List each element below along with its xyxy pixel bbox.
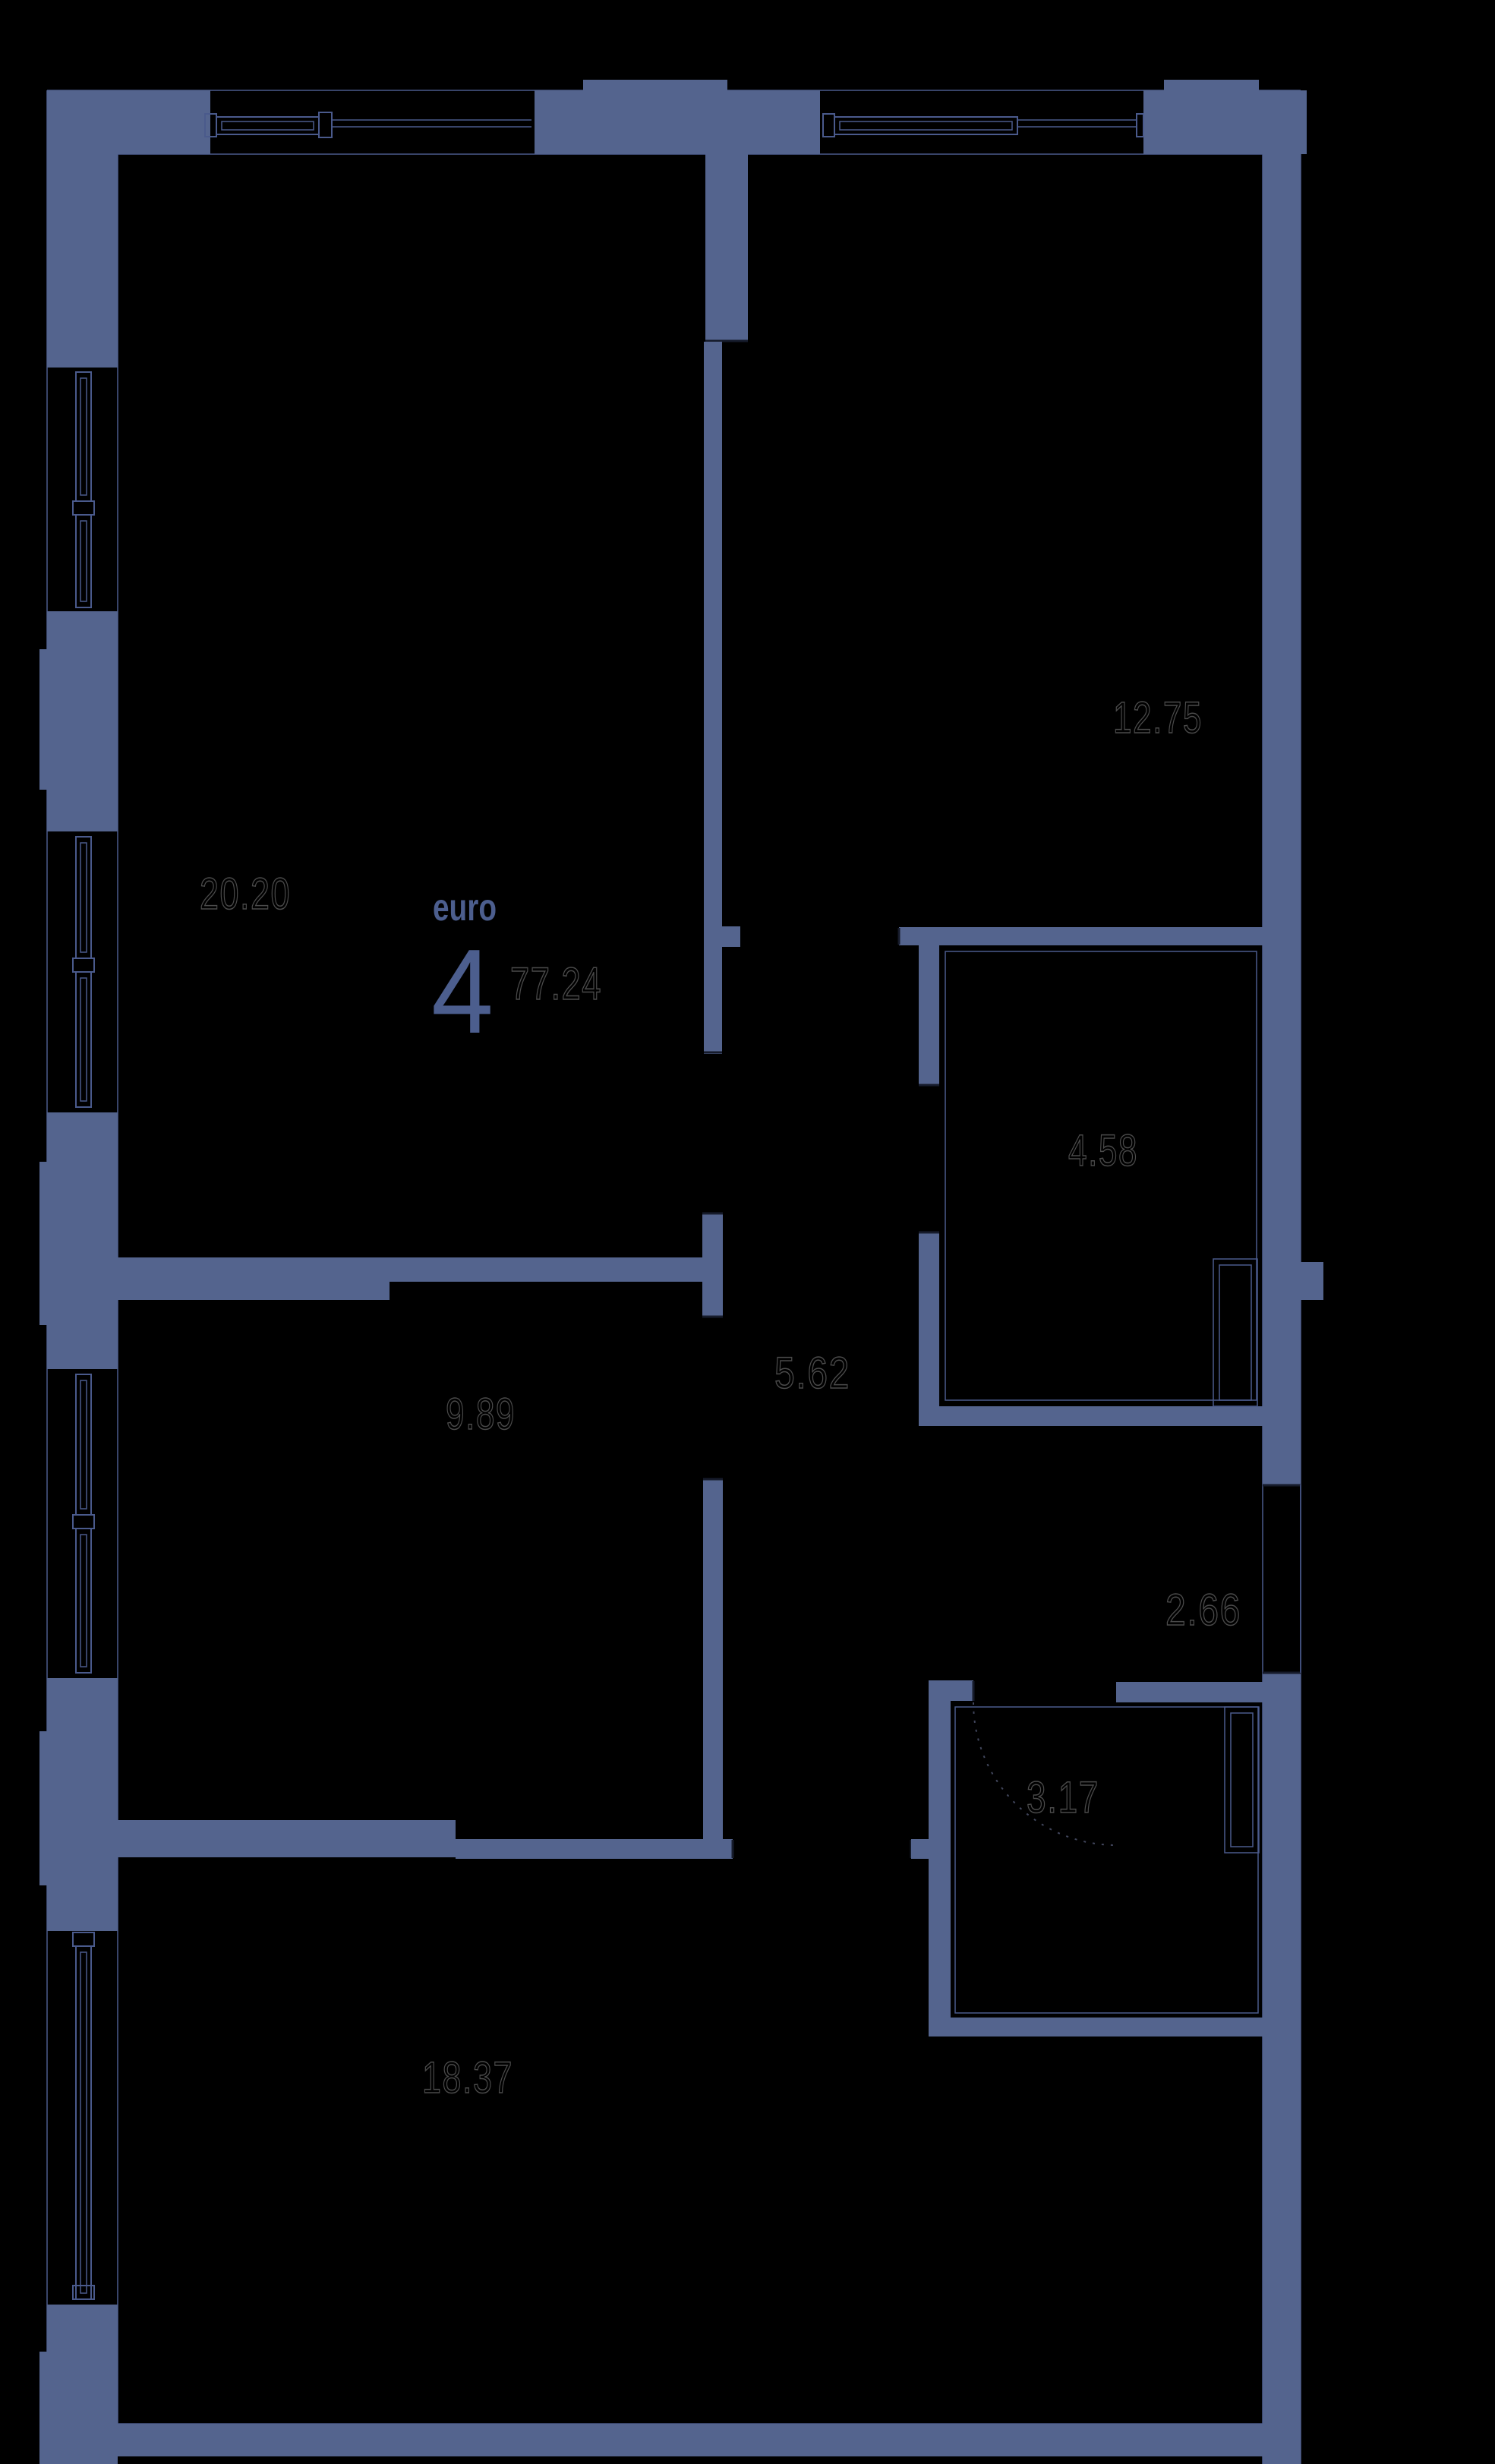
wc-duct-inner [1230, 1712, 1254, 1847]
wall-pier-bump [39, 1731, 47, 1885]
window-jamb [822, 113, 835, 137]
central-wall-upper [704, 342, 722, 1054]
window-sash-inner [80, 1951, 87, 2294]
window-top-right [822, 113, 1144, 137]
window-sash-inner [80, 520, 87, 602]
central-wall-lower [703, 1478, 723, 1859]
wall-pier [47, 154, 118, 368]
bathroom-bottom-wall [919, 1406, 1263, 1426]
wall-segment [1263, 90, 1301, 1484]
window-jamb [72, 1514, 95, 1529]
window-jamb [72, 500, 95, 516]
wall-pier [535, 90, 820, 154]
window-sash-inner [839, 121, 1013, 131]
area-label-hall: 2.66 [1165, 1585, 1241, 1635]
bathroom-duct-inner [1219, 1264, 1252, 1401]
divider-wall-thin [456, 1839, 733, 1859]
divider-wall-thick [118, 1820, 456, 1857]
window-sash-inner [80, 377, 87, 496]
outer-wall-left [39, 154, 118, 2464]
window-sash-inner [80, 842, 87, 953]
wc-inner-outline [954, 1706, 1259, 2014]
area-label-bedroom-left: 9.89 [446, 1390, 516, 1439]
window-sash [216, 116, 320, 135]
interior-walls [118, 154, 1263, 2037]
area-label-wc: 3.17 [1027, 1773, 1099, 1822]
window-sash [75, 1528, 92, 1674]
area-label-corridor: 5.62 [774, 1349, 850, 1398]
door-swing-arc [973, 1702, 1117, 1846]
window-sash-inner [80, 1534, 87, 1667]
outer-wall-right [1263, 90, 1323, 2464]
window-top-left [204, 112, 531, 138]
window-left-2 [72, 836, 95, 1108]
central-column [705, 154, 748, 342]
wall-pier [47, 2305, 118, 2352]
window-jamb [72, 958, 95, 973]
bathroom-top-wall [899, 927, 1263, 945]
wall-pier-bump [1164, 80, 1259, 90]
wall-segment [39, 2424, 1301, 2456]
door-stub [911, 1839, 929, 1859]
bathroom-left-wall [919, 1232, 939, 1426]
window-sash [834, 116, 1018, 135]
wall-outer-bump [1301, 1262, 1323, 1300]
central-wall-mid [702, 1213, 723, 1317]
wall-pier [47, 90, 210, 154]
bathroom-inner-outline [945, 951, 1257, 1401]
wc-bottom-wall [929, 2018, 1263, 2037]
wall-pier [47, 1112, 118, 1369]
window-sash-inner [80, 977, 87, 1102]
window-left-1 [72, 371, 95, 608]
wall-pier-bump [39, 649, 47, 790]
wc-top-wall [1116, 1682, 1263, 1702]
window-jamb [1136, 113, 1144, 137]
window-sash-inner [80, 1380, 87, 1510]
wc-left-wall [929, 1680, 951, 2037]
area-label-living: 20.20 [200, 869, 291, 919]
wc-top-stub [929, 1680, 973, 1701]
bathroom-left-wall [919, 945, 939, 1086]
window-left-4 [72, 1932, 95, 2300]
window-sash-inner [221, 121, 314, 131]
unit-rooms-count: 4 [431, 925, 494, 1058]
bathroom-duct [1213, 1258, 1258, 1407]
window-sash [75, 971, 92, 1108]
wc-duct [1224, 1706, 1260, 1854]
window-jamb [72, 1932, 95, 1947]
door-jamb [722, 926, 740, 947]
area-label-kitchen-living: 18.37 [422, 2053, 513, 2103]
divider-wall-thick [118, 1257, 390, 1300]
area-label-bathroom: 4.58 [1068, 1126, 1138, 1175]
unit-type-label: euro [433, 886, 497, 929]
window-jamb [72, 2285, 95, 2300]
wall-pier [47, 611, 118, 831]
windows [72, 112, 1144, 2300]
window-jamb [318, 112, 333, 138]
wall-pier [47, 1678, 118, 1931]
outer-wall-bottom [39, 2424, 1301, 2456]
window-sash [75, 371, 92, 502]
window-sash [75, 514, 92, 608]
wall-pier-bump [39, 1162, 47, 1325]
window-sash [75, 836, 92, 959]
wall-segment [1263, 1673, 1301, 2464]
window-sash [75, 1374, 92, 1516]
unit-label: euro 4 77.24 [431, 886, 602, 1058]
wall-pier-bump [583, 80, 727, 90]
window-sash [75, 1945, 92, 2300]
area-label-bedroom-right: 12.75 [1113, 693, 1203, 743]
divider-wall-thin [390, 1257, 704, 1282]
room-labels: 20.20 12.75 4.58 5.62 9.89 2.66 3.17 18.… [199, 693, 1241, 2103]
unit-total-area: 77.24 [510, 958, 602, 1009]
window-left-3 [72, 1374, 95, 1674]
